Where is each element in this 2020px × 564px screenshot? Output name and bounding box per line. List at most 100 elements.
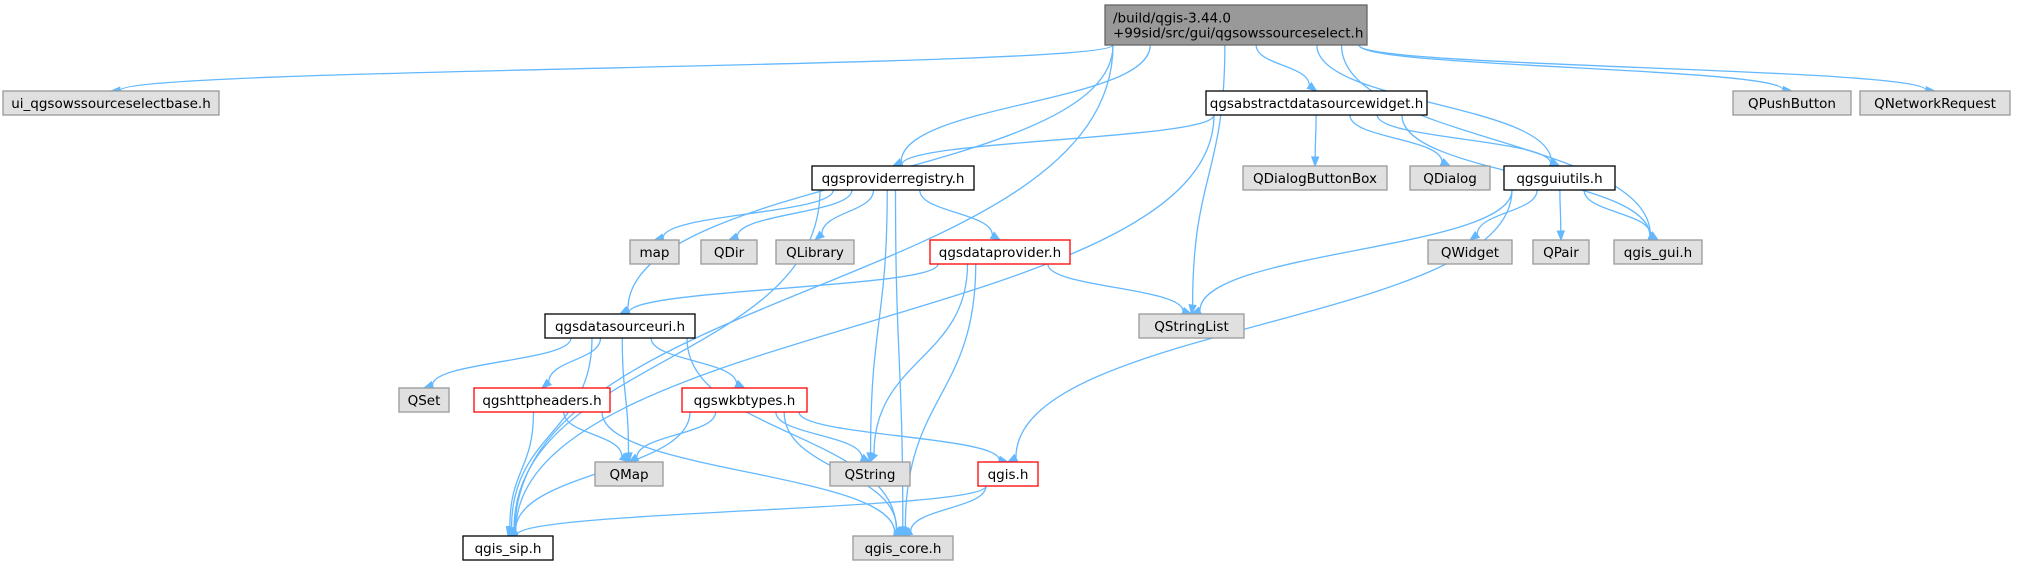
edge-datasourceuri-to-qmap	[621, 337, 633, 464]
edge-line	[510, 337, 593, 528]
edge-registry-to-qlibrary	[813, 189, 875, 241]
node-label: qgshttpheaders.h	[482, 393, 601, 409]
node-label: +99sid/src/gui/qgsowssourceselect.h	[1113, 26, 1363, 42]
edge-line	[1047, 263, 1184, 312]
edge-line	[548, 337, 602, 383]
arrowhead	[1310, 156, 1320, 168]
node-abstract[interactable]: qgsabstractdatasourcewidget.h	[1205, 90, 1428, 116]
node-box	[1732, 90, 1852, 116]
node-box	[681, 387, 808, 413]
arrowhead	[893, 526, 904, 537]
arrowhead	[1556, 230, 1566, 242]
node-qdir[interactable]: QDir	[700, 239, 758, 265]
edge-line	[628, 263, 939, 313]
node-label: QPair	[1543, 245, 1579, 261]
node-label: qgis.h	[988, 467, 1029, 483]
node-qgis_core[interactable]: qgis_core.h	[852, 535, 954, 561]
edge-line	[119, 44, 1114, 92]
edge-line	[509, 411, 535, 528]
node-box	[629, 239, 680, 265]
edge-line	[904, 263, 977, 528]
node-qlibrary[interactable]: QLibrary	[775, 239, 855, 265]
edge-qgis-to-qgis_core	[901, 485, 987, 537]
edge-line	[910, 485, 987, 532]
arrowhead	[627, 453, 640, 463]
edge-line	[1349, 114, 1443, 163]
node-box	[1205, 90, 1428, 116]
edge-abstract-to-qdialog	[1349, 114, 1452, 167]
edge-datasourceuri-to-httpheaders	[540, 337, 602, 389]
edge-line	[431, 337, 572, 386]
edge-root-to-ui_base	[109, 44, 1114, 95]
edge-line	[1314, 114, 1317, 158]
node-dataprovider[interactable]: qgsdataprovider.h	[929, 239, 1071, 265]
edge-httpheaders-to-qgis_sip	[505, 411, 535, 538]
node-wkbtypes[interactable]: qgswkbtypes.h	[681, 387, 808, 413]
arrowhead	[624, 452, 633, 464]
node-map[interactable]: map	[629, 239, 680, 265]
node-label: QPushButton	[1748, 96, 1836, 112]
edge-dataprovider-to-datasourceuri	[618, 263, 939, 317]
edge-line	[1358, 44, 1927, 91]
node-qgis_gui[interactable]: qgis_gui.h	[1613, 239, 1703, 265]
node-qpair[interactable]: QPair	[1532, 239, 1590, 265]
node-qset[interactable]: QSet	[398, 387, 450, 413]
node-root[interactable]: /build/qgis-3.44.0+99sid/src/gui/qgsowss…	[1104, 4, 1368, 46]
node-label: qgsdatasourceuri.h	[555, 319, 685, 335]
node-label: qgis_core.h	[865, 541, 942, 557]
edge-line	[821, 189, 875, 235]
node-box	[811, 165, 975, 191]
edge-root-to-qpushbutton	[1358, 44, 1794, 95]
node-qmap[interactable]: QMap	[594, 461, 664, 487]
edge-line	[901, 114, 1215, 165]
node-qstringlist[interactable]: QStringList	[1138, 313, 1245, 339]
node-box	[1104, 4, 1368, 46]
edge-line	[636, 411, 717, 458]
node-qdialog[interactable]: QDialog	[1409, 165, 1491, 191]
edge-line	[873, 263, 969, 454]
node-registry[interactable]: qgsproviderregistry.h	[811, 165, 975, 191]
node-httpheaders[interactable]: qgshttpheaders.h	[473, 387, 611, 413]
edge-root-to-qnetworkrequest	[1358, 44, 1937, 95]
node-box	[398, 387, 450, 413]
node-box	[929, 239, 1071, 265]
edge-line	[1015, 189, 1513, 458]
edge-guiutils-to-qgis_gui	[1583, 189, 1660, 241]
arrowhead	[901, 527, 914, 537]
node-label: QSet	[408, 393, 441, 409]
edge-line	[515, 114, 1215, 532]
node-datasourceuri[interactable]: qgsdatasourceuri.h	[544, 313, 696, 339]
node-qdialogbuttonbox[interactable]: QDialogButtonBox	[1242, 165, 1388, 191]
edge-root-to-abstract	[1255, 44, 1318, 92]
node-label: QLibrary	[786, 245, 844, 261]
arrowhead	[1306, 81, 1318, 92]
edge-line	[514, 44, 1114, 531]
node-qwidget[interactable]: QWidget	[1427, 239, 1513, 265]
node-qstring[interactable]: QString	[829, 461, 911, 487]
node-label: qgsguiutils.h	[1516, 171, 1602, 187]
node-box	[852, 535, 954, 561]
node-qgis[interactable]: qgis.h	[977, 461, 1039, 487]
node-ui_base[interactable]: ui_qgsowssourceselectbase.h	[2, 90, 220, 116]
node-guiutils[interactable]: qgsguiutils.h	[1503, 165, 1616, 191]
node-label: /build/qgis-3.44.0	[1113, 11, 1231, 27]
node-qpushbutton[interactable]: QPushButton	[1732, 90, 1852, 116]
node-box	[594, 461, 664, 487]
node-label: ui_qgsowssourceselectbase.h	[11, 96, 211, 112]
edge-line	[869, 189, 888, 454]
edge-wkbtypes-to-qstring	[775, 411, 872, 463]
node-label: QStringList	[1154, 319, 1229, 335]
edge-line	[775, 411, 863, 458]
arrowhead	[618, 452, 631, 463]
node-qgis_sip[interactable]: qgis_sip.h	[462, 535, 554, 561]
node-label: qgswkbtypes.h	[694, 393, 796, 409]
edge-datasourceuri-to-wkbtypes	[650, 337, 746, 389]
node-box	[1613, 239, 1703, 265]
edge-guiutils-to-qstringlist	[1190, 189, 1513, 315]
edge-line	[1191, 44, 1226, 306]
node-box	[1138, 313, 1245, 339]
edge-line	[1358, 44, 1784, 91]
arrowhead	[540, 378, 552, 389]
node-qnetworkrequest[interactable]: QNetworkRequest	[1859, 90, 2011, 116]
node-box	[1503, 165, 1616, 191]
